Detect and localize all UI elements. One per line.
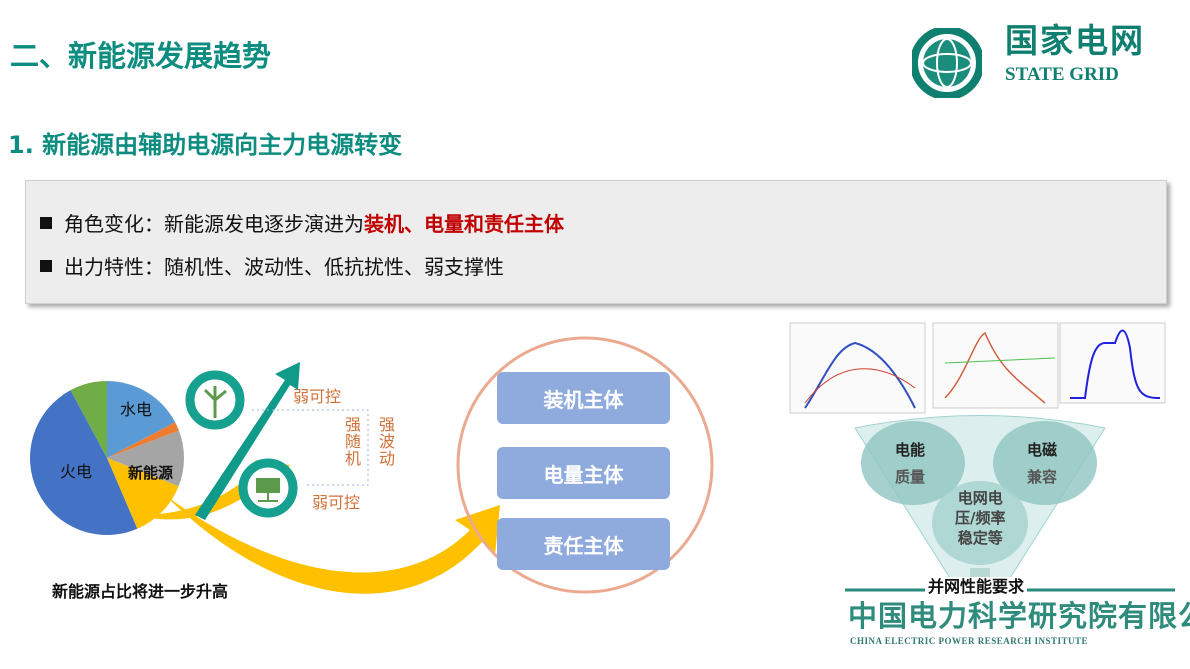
bullet-role: 角色变化：新能源发电逐步演进为装机、电量和责任主体 <box>40 211 564 237</box>
bullet-square-icon <box>40 217 52 229</box>
yellow-arrow-large <box>165 495 500 594</box>
state-grid-emblem-icon <box>912 28 982 98</box>
role-energy: 电量主体 <box>497 447 670 499</box>
trait-strong-random: 强随机 <box>342 416 361 467</box>
bullet-text: 出力特性：随机性、波动性、低抗扰性、弱支撑性 <box>64 255 504 279</box>
mini-chart-solar-output <box>789 322 926 414</box>
bullet-box: 角色变化：新能源发电逐步演进为装机、电量和责任主体 出力特性：随机性、波动性、低… <box>25 180 1167 304</box>
pie-slice-4 <box>30 390 138 535</box>
bullet-highlight: 装机、电量和责任主体 <box>364 212 564 236</box>
logo-en: STATE GRID <box>1005 64 1119 85</box>
slide-title: 二、新能源发展趋势 <box>10 39 272 73</box>
req-stability: 电网电压/频率稳定等 <box>955 488 1005 548</box>
logo-cn: 国家电网 <box>1005 21 1145 60</box>
pie-chart <box>30 381 185 535</box>
pie-caption: 新能源占比将进一步升高 <box>52 582 229 601</box>
footer-cepri-cn: 中国电力科学研究院有限公司 <box>848 599 1190 633</box>
req-power-quality-1: 电能 <box>895 441 926 459</box>
bullet-text: 角色变化：新能源发电逐步演进为 <box>64 212 364 236</box>
role-installed: 装机主体 <box>497 372 670 424</box>
mini-chart-wind-output <box>932 322 1059 409</box>
req-power-quality-2: 质量 <box>895 468 926 486</box>
trait-strong-fluct: 强波动 <box>376 416 395 467</box>
pie-slice-0 <box>107 381 176 458</box>
pie-label-hydro: 水电 <box>120 400 153 419</box>
req-stability-3: 稳定等 <box>957 529 1003 547</box>
role-circle <box>456 336 714 594</box>
trait-weak-control: 弱可控 <box>293 387 342 406</box>
role-responsibility: 责任主体 <box>497 518 670 570</box>
diagram-graphics <box>30 336 714 594</box>
section-subtitle: 1. 新能源由辅助电源向主力电源转变 <box>8 131 403 159</box>
req-stability-1: 电网电 <box>957 489 1003 507</box>
req-emc-2: 兼容 <box>1027 468 1058 486</box>
pie-slice-3 <box>107 458 179 529</box>
footer-cepri-en: CHINA ELECTRIC POWER RESEARCH INSTITUTE <box>850 636 1089 646</box>
pie-slice-2 <box>107 430 185 487</box>
pie-label-thermal: 火电 <box>60 462 93 481</box>
req-stability-2: 压/频率 <box>955 509 1006 527</box>
bullet-output: 出力特性：随机性、波动性、低抗扰性、弱支撑性 <box>40 254 504 280</box>
pie-slice-5 <box>70 381 107 458</box>
req-caption: 并网性能要求 <box>925 577 1028 597</box>
trait-weak-control: 弱可控 <box>312 493 361 512</box>
bullet-square-icon <box>40 260 52 272</box>
green-diagonal-arrow <box>195 362 300 520</box>
pie-label-renewable: 新能源 <box>128 464 174 482</box>
req-emc-1: 电磁 <box>1027 441 1058 459</box>
pie-slice-1 <box>107 422 179 458</box>
requirements-graphics <box>789 322 1175 598</box>
mini-chart-power-curve <box>1059 322 1166 404</box>
